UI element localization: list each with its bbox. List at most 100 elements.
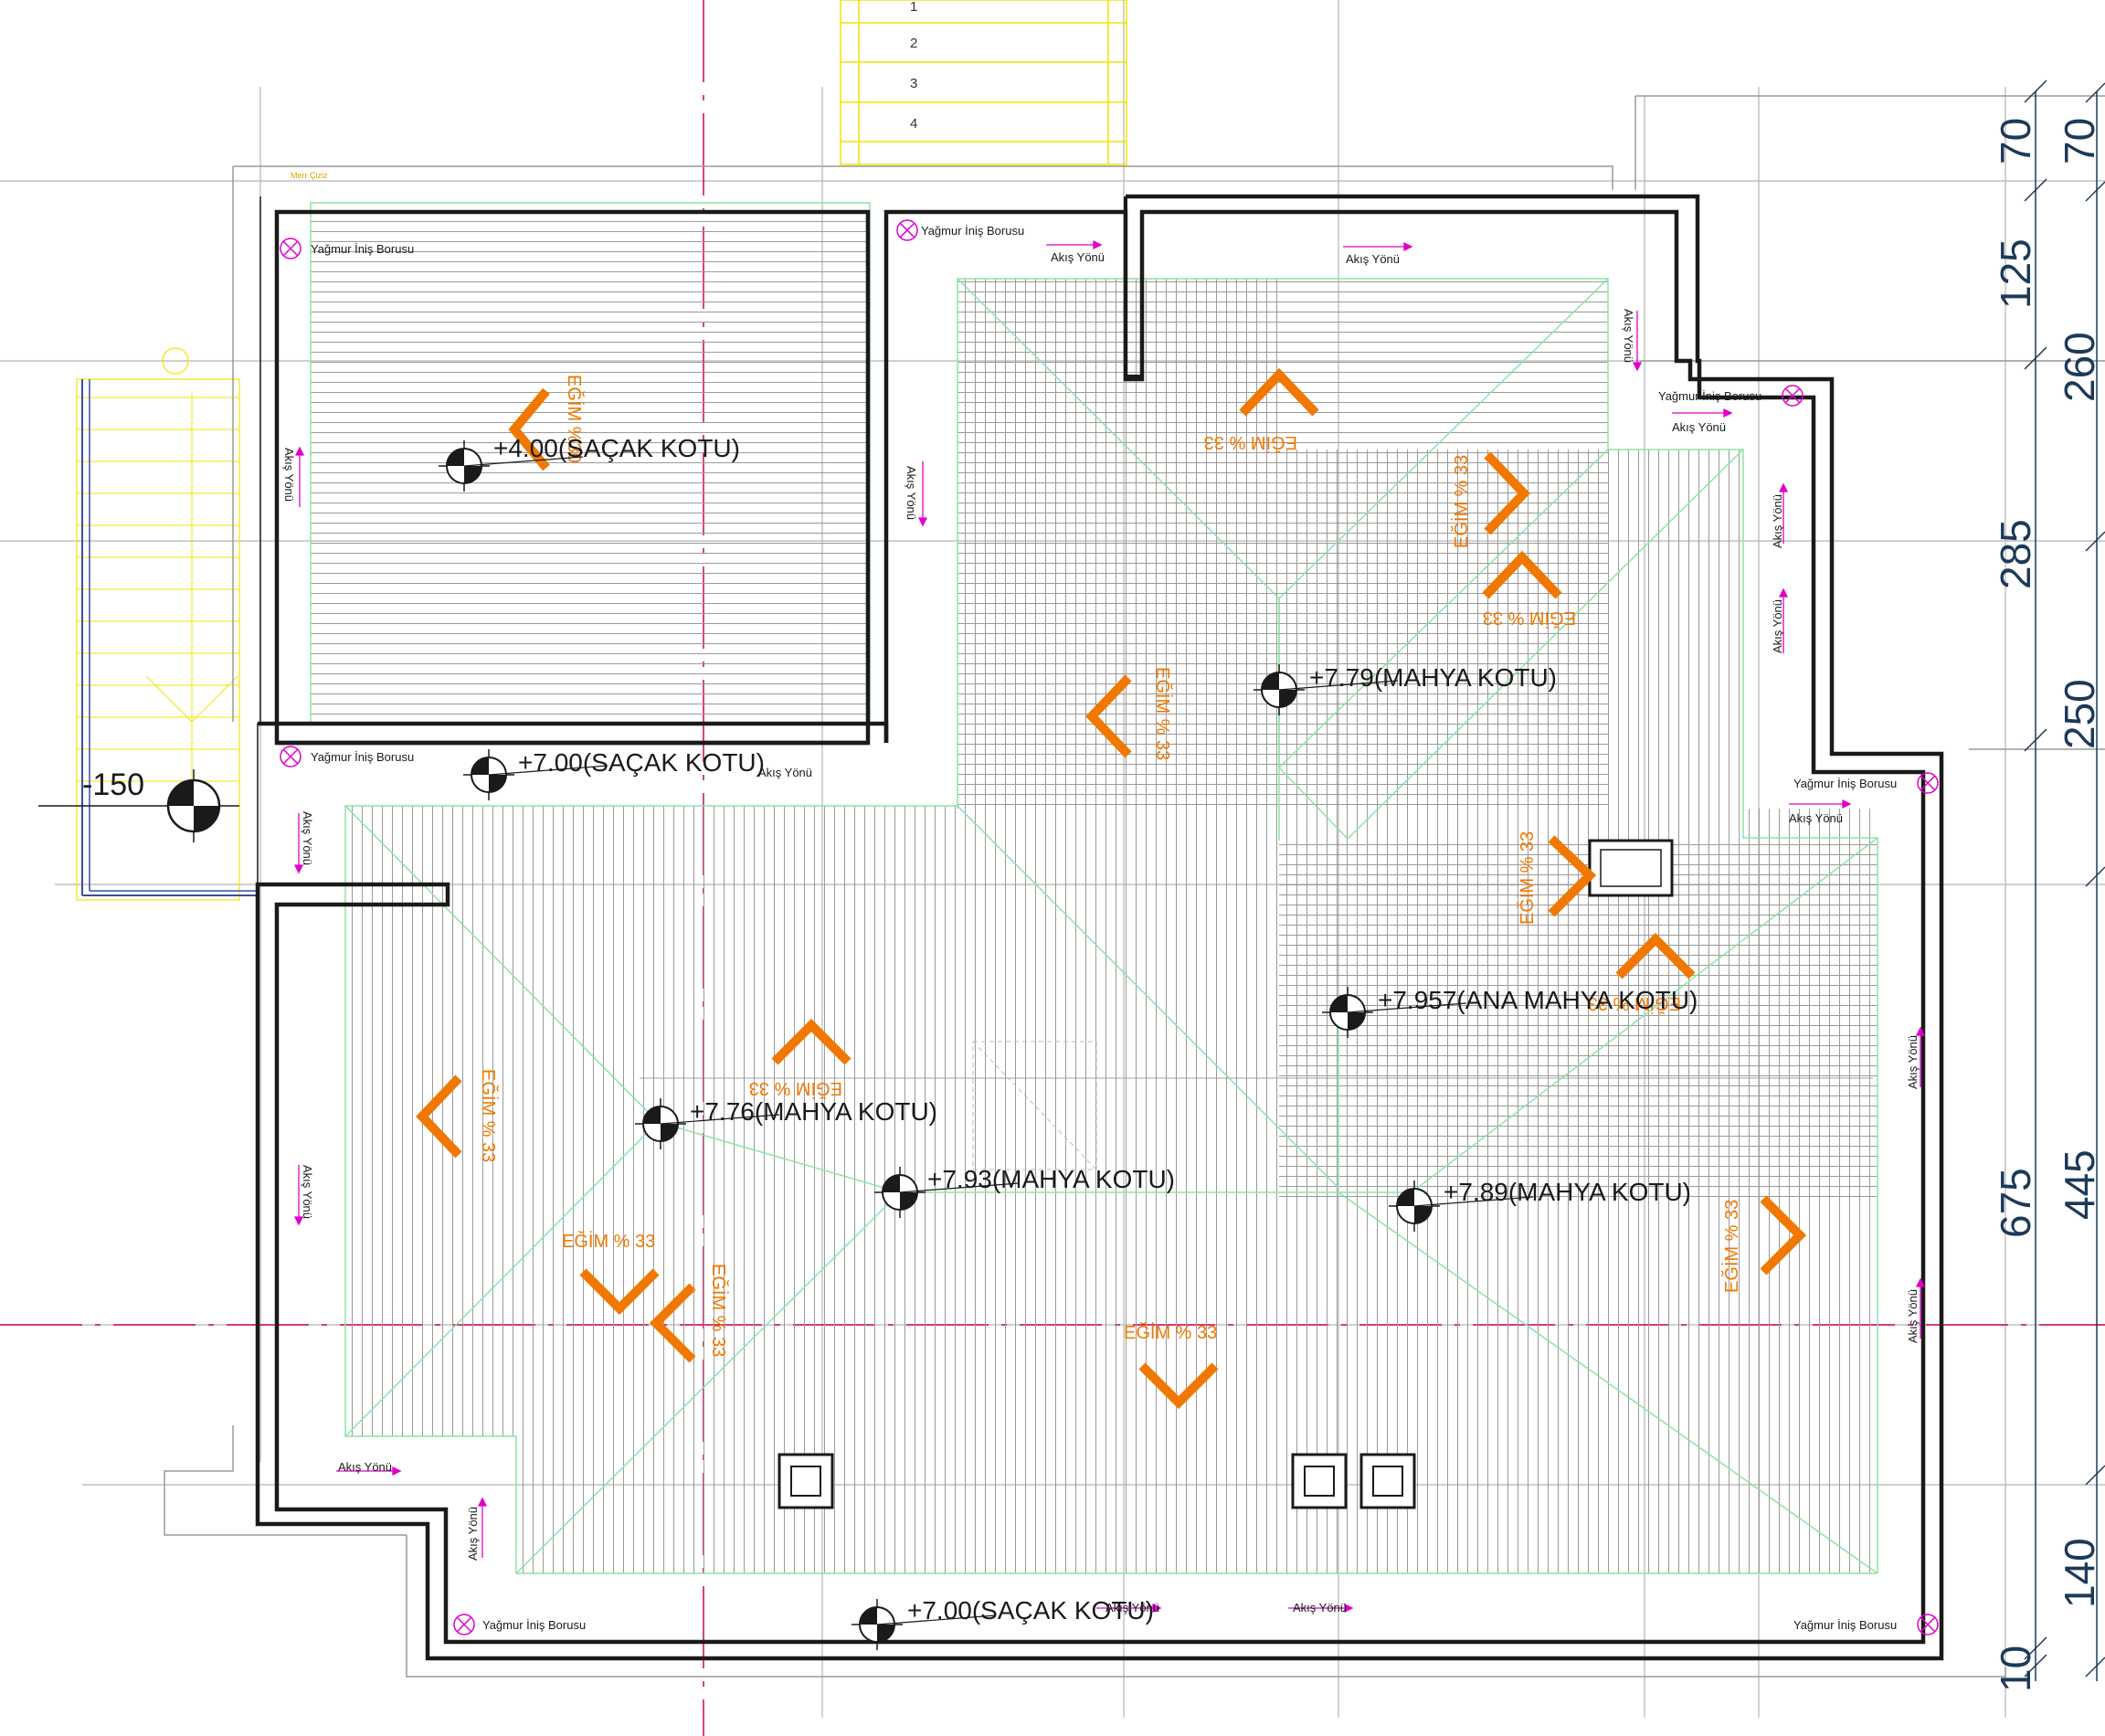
slope-arrow-13 xyxy=(1760,1195,1807,1276)
elevation-marker-e8 xyxy=(852,1599,997,1650)
downpipe-labels: Yağmur İniş Borusu Yağmur İniş Borusu Ya… xyxy=(311,224,1897,1632)
slope-label-6: EĞİM % 33 xyxy=(1517,831,1538,925)
slope-arrow-7 xyxy=(1615,932,1696,979)
slope-arrow-3 xyxy=(1484,451,1530,535)
downpipe-label-3: Yağmur İniş Borusu xyxy=(1658,389,1761,403)
flow-label-5: Akış Yönü xyxy=(758,766,812,779)
flow-label-13: Akış Yönü xyxy=(1771,599,1784,653)
parapet-walls xyxy=(255,194,1944,1661)
flow-arrow-icon-12 xyxy=(1778,587,1789,653)
slope-arrow-5 xyxy=(1085,674,1132,758)
flow-label-17: Akış Yönü xyxy=(301,1165,314,1219)
elevation-marker-e4 xyxy=(1322,987,1467,1038)
flow-arrow-icon-9 xyxy=(917,461,928,527)
slope-label-3: EĞİM % 33 xyxy=(1451,455,1472,548)
slope-label-7: EĞİM % 33 xyxy=(1588,993,1681,1014)
elevation-label-e8: +7.00(SAÇAK KOTU) xyxy=(907,1596,1154,1625)
roof-tile-surfaces xyxy=(311,203,1878,1573)
small-top-label: Merr Çiziz xyxy=(291,171,328,180)
flow-label-7: Akış Yönü xyxy=(1105,1601,1159,1614)
stair-step-1: 1 xyxy=(910,0,917,15)
flow-label-6: Akış Yönü xyxy=(338,1460,392,1474)
chimney-1-inner xyxy=(1600,849,1662,887)
flow-label-14: Akış Yönü xyxy=(1906,1035,1920,1089)
rain-downpipes xyxy=(280,219,1939,1635)
dim-outer-5: 140 xyxy=(2056,1538,2103,1608)
elevation-labels: +4.00(SAÇAK KOTU) +7.00(SAÇAK KOTU) +7.7… xyxy=(82,434,1698,1625)
downpipe-label-5: Yağmur İniş Borusu xyxy=(311,750,414,764)
slope-arrow-10 xyxy=(579,1268,660,1316)
downpipe-label-4: Yağmur İniş Borusu xyxy=(1793,777,1897,790)
downpipe-label-7: Yağmur İniş Borusu xyxy=(1793,1618,1897,1632)
flow-arrow-icon-17 xyxy=(477,1497,488,1558)
stair-step-4: 4 xyxy=(910,116,917,132)
building-outline-faint xyxy=(164,95,2105,1678)
slope-arrow-2 xyxy=(1239,367,1319,417)
elevation-marker-e5 xyxy=(635,1098,780,1149)
slope-label-5: EĞİM % 33 xyxy=(1152,667,1173,760)
elevation-label-e3: +7.79(MAHYA KOTU) xyxy=(1309,663,1557,692)
slope-arrow-6 xyxy=(1548,835,1597,917)
slope-arrows xyxy=(416,367,1807,1410)
flow-direction-labels: Akış Yönü Akış Yönü Akış Yönü Akış Yönü … xyxy=(282,250,1920,1614)
flow-label-4: Akış Yönü xyxy=(1789,811,1843,825)
flow-direction-arrows xyxy=(293,239,1926,1614)
slope-arrow-8 xyxy=(771,1018,852,1065)
staircase-top xyxy=(840,0,1127,165)
slope-label-2: EĞİM % 33 xyxy=(1204,432,1297,453)
slope-label-4: EĞİM % 33 xyxy=(1483,608,1576,629)
flow-arrow-icon-8 xyxy=(294,446,305,507)
slope-arrow-11 xyxy=(649,1283,696,1363)
dim-inner-3: 285 xyxy=(1992,519,2039,589)
dim-outer-1: 70 xyxy=(2056,118,2103,164)
flow-arrow-icon-14 xyxy=(1915,1277,1926,1339)
elevation-marker-e1 xyxy=(439,440,584,492)
elevation-label-e6: +7.93(MAHYA KOTU) xyxy=(927,1165,1175,1193)
chimney-boxes xyxy=(777,839,1674,1509)
elevation-marker-e6 xyxy=(874,1167,1020,1218)
flow-label-3: Akış Yönü xyxy=(1672,420,1726,434)
downpipe-label-2: Yağmur İniş Borusu xyxy=(921,224,1024,238)
slope-label-12: EĞİM % 33 xyxy=(1124,1322,1217,1343)
downpipe-icon-7 xyxy=(1917,1614,1939,1635)
elevation-label-e4: +7.957(ANA MAHYA KOTU) xyxy=(1378,986,1698,1014)
flow-arrow-icon-16 xyxy=(293,1165,304,1226)
downpipe-icon-2 xyxy=(896,219,918,241)
flow-arrow-icon-4 xyxy=(1789,799,1852,810)
slope-label-9: EĞİM % 33 xyxy=(478,1069,499,1162)
dim-inner-5: 10 xyxy=(1992,1646,2039,1692)
staircase-left xyxy=(76,347,256,901)
chimney-3-inner xyxy=(1304,1466,1335,1497)
flow-label-16: Akış Yönü xyxy=(301,811,314,865)
elevation-label-e7: +7.89(MAHYA KOTU) xyxy=(1444,1178,1691,1206)
elevation-label-e1: +4.00(SAÇAK KOTU) xyxy=(493,434,740,462)
chimney-4-inner xyxy=(1372,1466,1403,1497)
flow-arrow-icon-10 xyxy=(1632,311,1643,372)
flow-arrow-icon-3 xyxy=(1672,408,1733,418)
dim-inner-2: 125 xyxy=(1992,238,2039,309)
flow-label-15: Akış Yönü xyxy=(1906,1289,1920,1343)
flow-arrow-icon-2 xyxy=(1343,241,1413,252)
flow-arrow-icon-15 xyxy=(293,813,304,874)
slope-arrow-12 xyxy=(1138,1362,1219,1410)
stair-step-3: 3 xyxy=(910,76,917,91)
chimney-2-inner xyxy=(790,1466,821,1497)
slope-label-8: EĞİM % 33 xyxy=(749,1078,842,1099)
downpipe-label-1: Yağmur İniş Borusu xyxy=(311,242,414,256)
flow-arrow-icon-13 xyxy=(1915,1026,1926,1087)
flow-label-9: Akış Yönü xyxy=(282,448,296,502)
slope-label-11: EĞİM % 33 xyxy=(708,1264,729,1357)
flow-label-8: Akış Yönü xyxy=(1293,1601,1347,1614)
dimension-labels: 70 125 285 675 10 70 260 250 445 140 xyxy=(1992,118,2103,1692)
elevation-marker-e2 xyxy=(463,749,608,800)
dim-outer-2: 260 xyxy=(2056,332,2103,402)
flow-label-10: Akış Yönü xyxy=(904,466,918,520)
elevation-label-e5: +7.76(MAHYA KOTU) xyxy=(690,1097,937,1126)
elevation-label-e9: -150 xyxy=(82,767,144,802)
flow-arrow-icon-7 xyxy=(1288,1603,1354,1614)
flow-arrow-icon-5 xyxy=(336,1466,402,1477)
attic-hatch xyxy=(972,1041,1097,1170)
slope-label-13: EĞİM % 33 xyxy=(1721,1200,1742,1293)
dim-inner-1: 70 xyxy=(1992,118,2039,164)
